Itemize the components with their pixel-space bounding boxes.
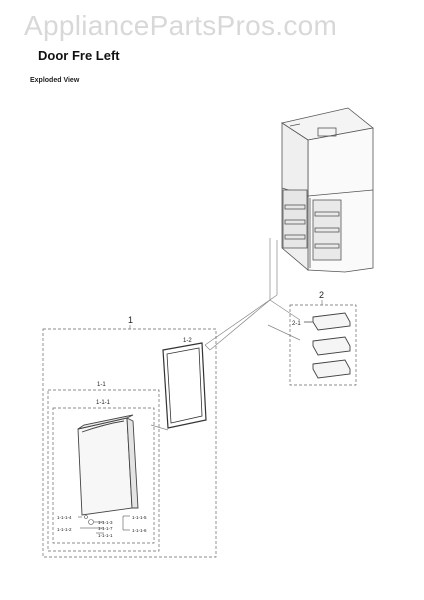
label-door-group: 1-1 [97,382,106,388]
label-bin: 2-1 [292,321,301,327]
label-screw-b: 1-1-1-5 [132,515,147,520]
label-screw-a: 1-1-1-4 [57,515,72,520]
refrigerator-cabinet [280,107,374,273]
label-bin-group: 2 [319,290,324,300]
label-screw-g: 1-1-1-7 [98,526,113,531]
label-gasket: 1-2 [183,338,192,344]
label-assembly: 1 [128,315,133,325]
label-screw-f: 1-1-1-6 [132,528,147,533]
label-screw-e: 1-1-1-1 [98,533,113,538]
label-screw-d: 1-1-1-3 [98,520,113,525]
label-door-subgroup: 1-1-1 [96,400,111,406]
door-bins [304,312,351,379]
label-screw-c: 1-1-1-2 [57,527,72,532]
assembly-1-box [42,328,217,558]
door-gasket [162,342,207,429]
leader-lines [150,238,301,431]
watermark-text: AppliancePartsPros.com [24,10,338,41]
page-title: Door Fre Left [38,48,120,63]
screw-hardware [78,515,130,534]
view-subtitle: Exploded View [30,77,80,84]
bin-group-box [289,304,357,386]
refrigerator-door [77,414,139,516]
